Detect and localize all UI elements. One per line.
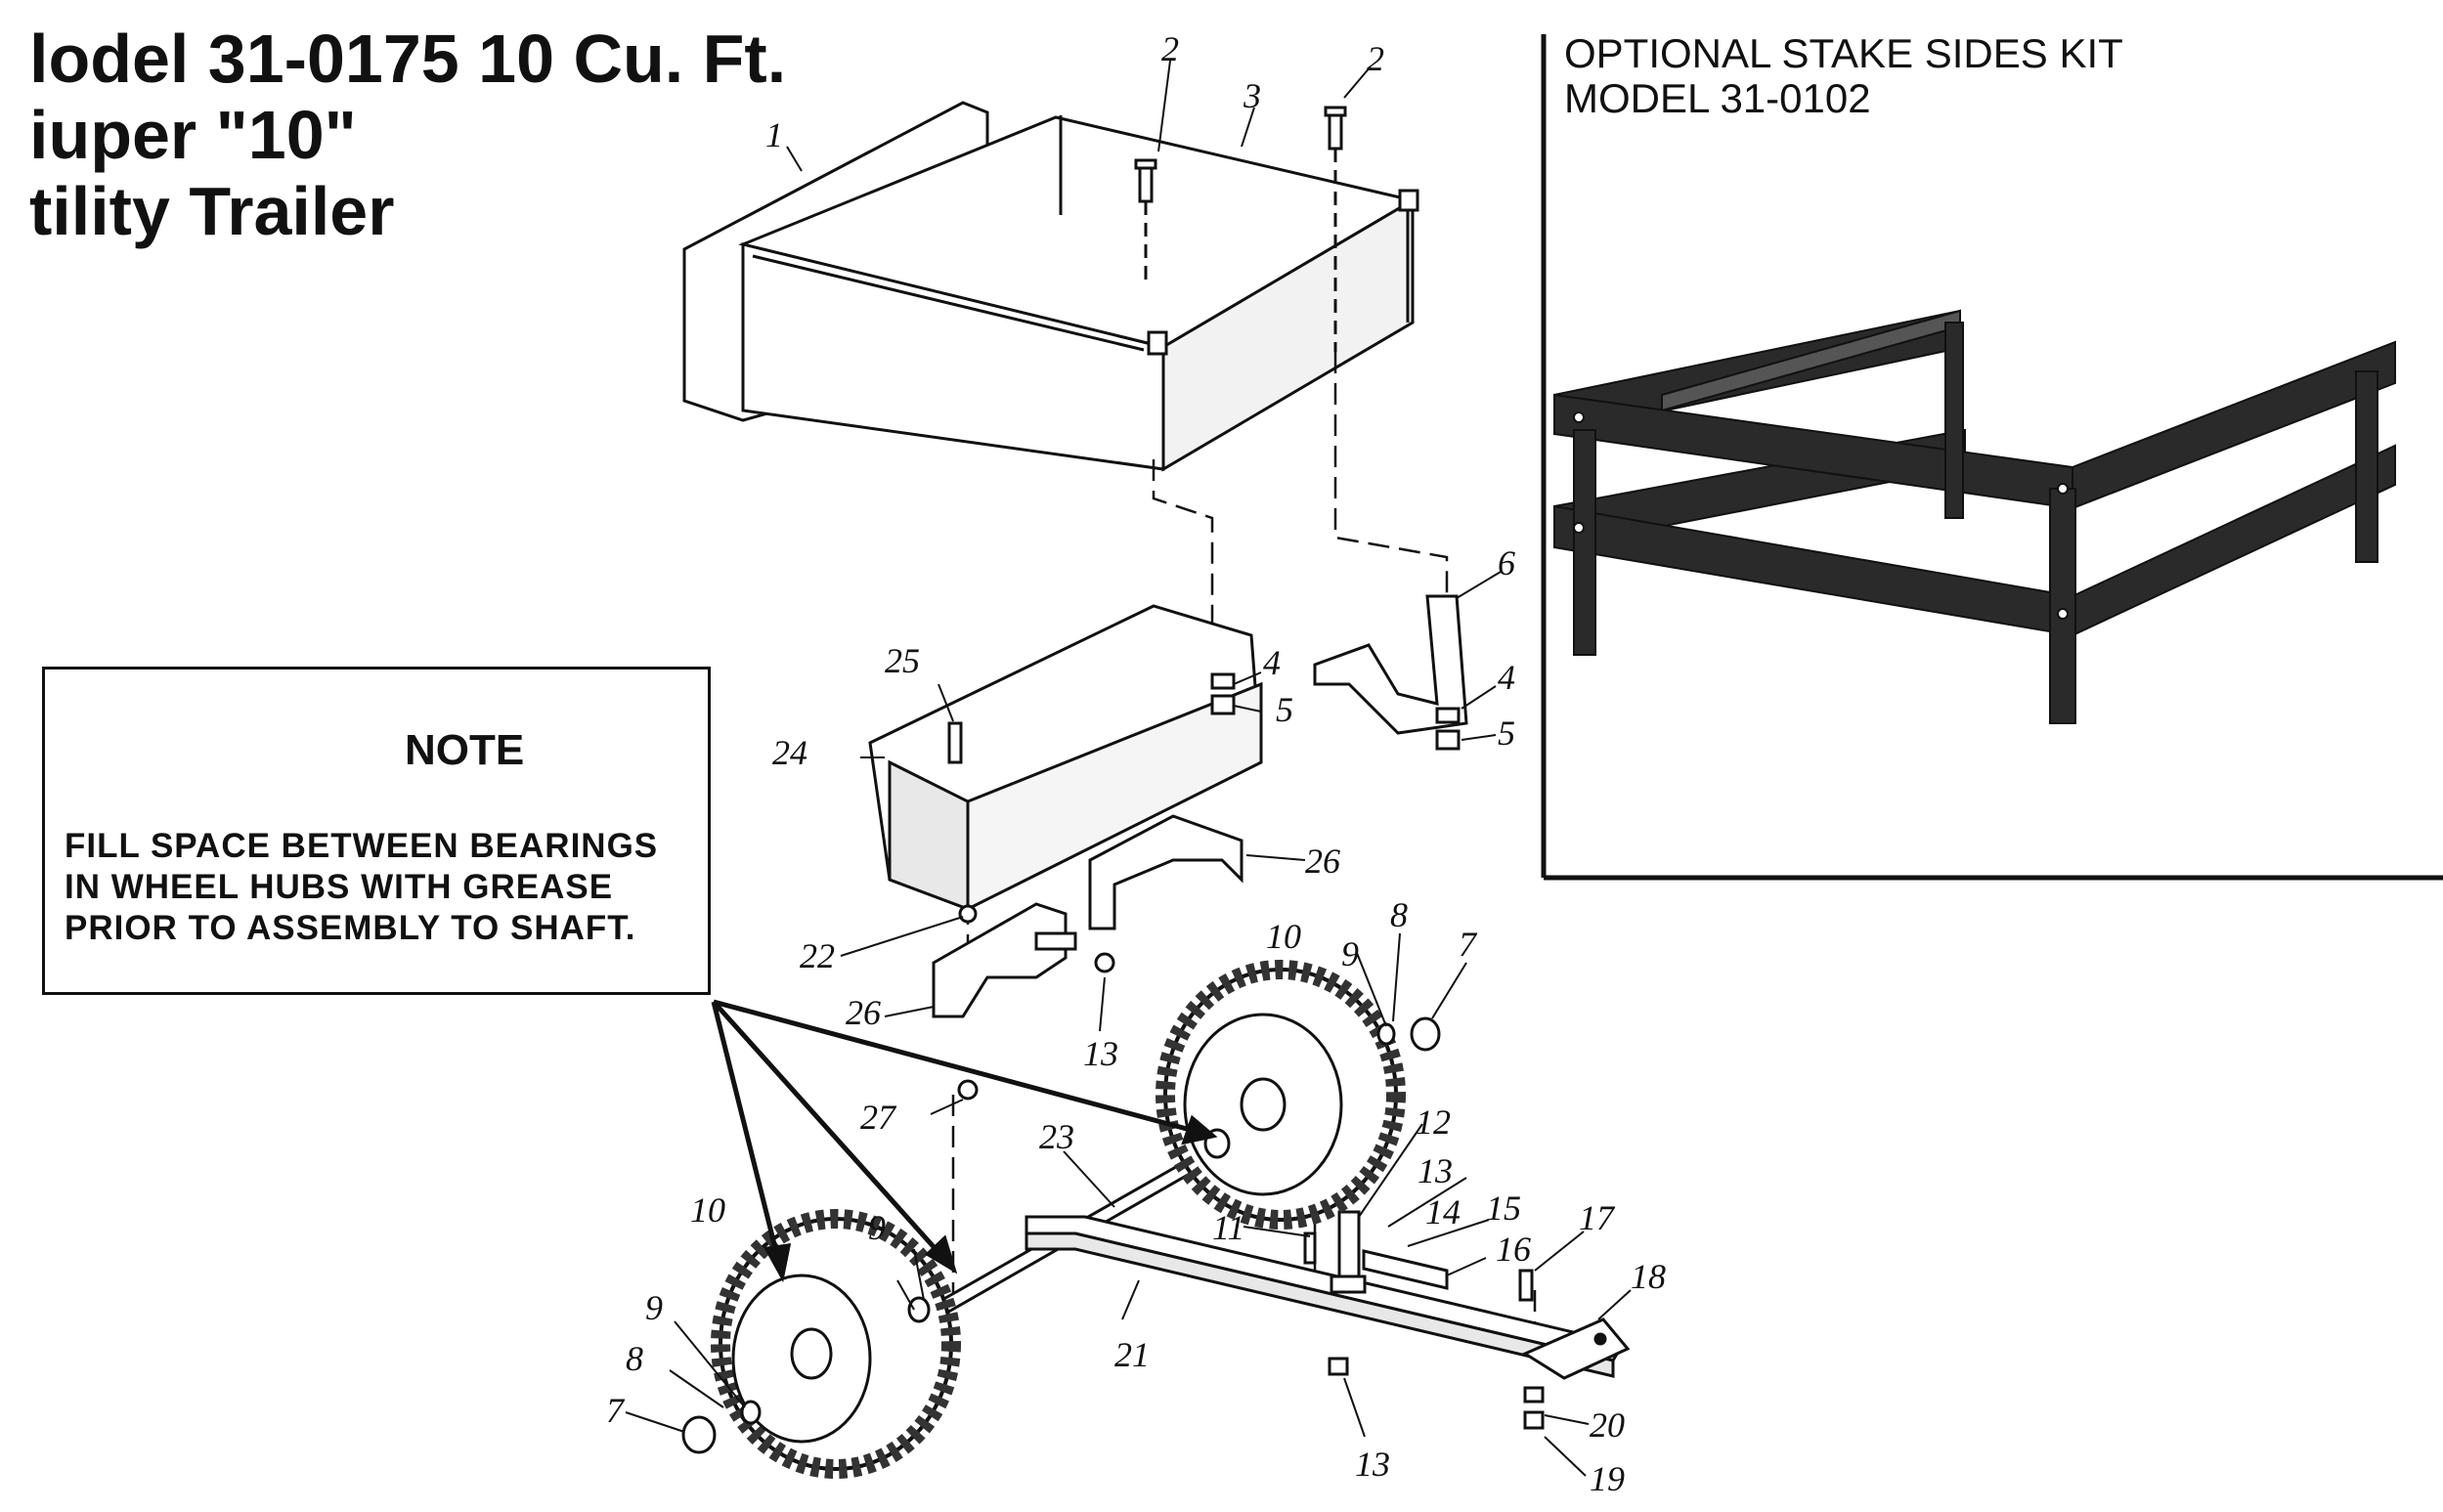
stake-sides-kit-illustration (1553, 309, 2396, 724)
callout-10a: 10 (1266, 917, 1301, 956)
callout-4a: 4 (1498, 658, 1515, 697)
note-text: FILL SPACE BETWEEN BEARINGS IN WHEEL HUB… (65, 826, 700, 949)
bracket-6 (1313, 594, 1468, 751)
wheel-upper-right (1156, 960, 1441, 1230)
callout-2b: 2 (1367, 39, 1384, 78)
kit-title-line-1: OPTIONAL STAKE SIDES KIT (1564, 30, 2123, 76)
callout-11: 11 (1212, 1208, 1244, 1247)
callout-13a: 13 (1083, 1034, 1118, 1073)
brackets-26 (932, 814, 1243, 1101)
callout-7b: 7 (606, 1391, 626, 1430)
callout-23: 23 (1039, 1117, 1074, 1156)
note-pointer-arrows (711, 999, 1218, 1283)
callout-26b: 26 (846, 993, 881, 1032)
callout-9a: 9 (1341, 934, 1359, 973)
callout-6: 6 (1498, 543, 1515, 583)
note-line-1: FILL SPACE BETWEEN BEARINGS (65, 827, 659, 865)
axle-and-tongue (932, 1141, 1631, 1380)
wheel-lower-left (681, 1209, 961, 1479)
callout-19: 19 (1590, 1459, 1625, 1498)
callout-27: 27 (860, 1098, 897, 1137)
callout-26a: 26 (1305, 842, 1340, 881)
callout-9c: 9 (645, 1288, 663, 1327)
callout-1: 1 (765, 115, 783, 154)
note-line-3: PRIOR TO ASSEMBLY TO SHAFT. (65, 909, 636, 947)
callout-leaders (625, 60, 1632, 1477)
note-box: NOTE FILL SPACE BETWEEN BEARINGS IN WHEE… (42, 667, 711, 995)
note-line-2: IN WHEEL HUBS WITH GREASE (65, 868, 614, 906)
callout-21: 21 (1114, 1335, 1150, 1374)
axle-support-24 (868, 604, 1263, 912)
callout-7a: 7 (1459, 925, 1478, 964)
callout-5b: 5 (1276, 690, 1293, 729)
callout-3: 3 (1243, 76, 1261, 115)
callout-5a: 5 (1498, 713, 1515, 753)
callout-numbers: 1 2 2 3 6 4 5 4 5 25 24 26 22 26 13 8 7 … (606, 29, 1666, 1498)
callout-25: 25 (885, 641, 920, 680)
callout-8b: 8 (626, 1339, 643, 1378)
callout-22: 22 (800, 936, 835, 975)
callout-24: 24 (772, 733, 807, 772)
title-line-1: lodel 31-0175 10 Cu. Ft. (29, 21, 787, 97)
callout-15: 15 (1486, 1188, 1521, 1228)
callout-16: 16 (1496, 1230, 1531, 1269)
callout-17: 17 (1579, 1198, 1616, 1237)
callout-10b: 10 (690, 1190, 725, 1230)
callout-12: 12 (1416, 1102, 1451, 1142)
callout-20: 20 (1590, 1405, 1625, 1445)
callout-14: 14 (1425, 1192, 1461, 1231)
trailer-box (682, 101, 1419, 472)
callout-9b: 9 (868, 1208, 886, 1247)
callout-8a: 8 (1390, 895, 1408, 934)
kit-frame (1541, 34, 2443, 881)
title-line-3: tility Trailer (29, 173, 395, 249)
callout-2a: 2 (1161, 29, 1179, 68)
callout-4b: 4 (1263, 643, 1281, 682)
callout-18: 18 (1631, 1257, 1666, 1296)
callout-13c: 13 (1355, 1445, 1390, 1484)
bolts-2 (1134, 106, 1347, 352)
kit-title-line-2: MODEL 31-0102 (1564, 75, 1871, 121)
title-line-2: iuper "10" (29, 97, 357, 173)
hitch-assembly (1303, 1210, 1545, 1430)
note-label: NOTE (405, 726, 525, 774)
callout-13b: 13 (1418, 1151, 1453, 1190)
